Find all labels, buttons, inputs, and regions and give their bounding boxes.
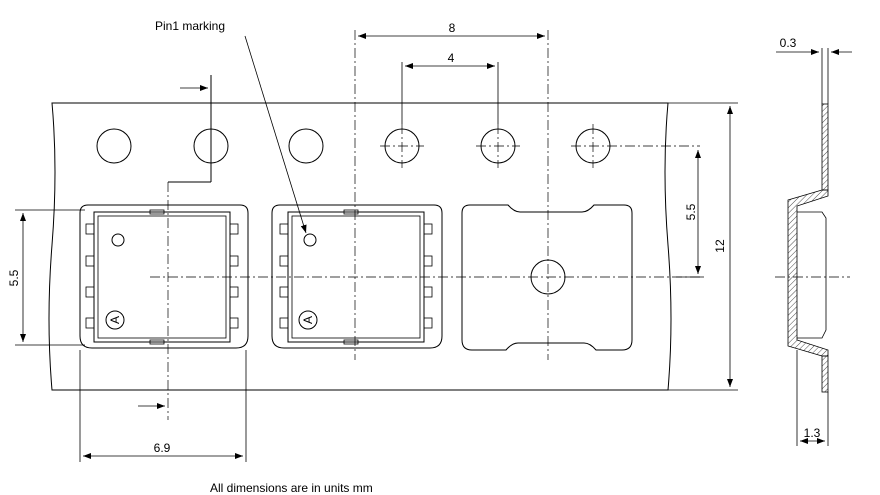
pocket-3-empty	[461, 204, 633, 351]
svg-text:4: 4	[448, 51, 455, 65]
package-mark-label: A	[301, 316, 315, 324]
dim-tape-width-12: 12	[668, 102, 738, 391]
svg-text:8: 8	[449, 21, 456, 35]
package-mark-circle	[298, 310, 318, 330]
pin1-dot	[111, 233, 125, 247]
pin1-dot	[303, 233, 317, 247]
sprocket-hole	[288, 128, 324, 164]
svg-text:0.3: 0.3	[780, 36, 797, 50]
dim-pitch-4: 4	[401, 51, 499, 124]
svg-text:5.5: 5.5	[7, 269, 21, 286]
section-cut-marks	[138, 75, 212, 409]
pocket-1: A	[79, 204, 249, 349]
sprocket-holes	[96, 124, 700, 168]
dim-pitch-8: 8	[358, 21, 545, 39]
tape-cross-section	[775, 103, 850, 393]
svg-text:12: 12	[713, 239, 727, 253]
dim-offset-5-5-right: 5.5	[676, 150, 704, 278]
svg-text:6.9: 6.9	[154, 441, 171, 455]
dim-offset-5-5-left: 5.5	[7, 209, 85, 346]
package-mark-circle	[105, 310, 125, 330]
footer-note: All dimensions are in units mm	[210, 481, 373, 495]
package-mark-label: A	[108, 316, 122, 324]
dim-thickness-0-3: 0.3	[776, 36, 852, 104]
pin1-marking-label: Pin1 marking	[155, 19, 225, 33]
sprocket-hole	[96, 128, 132, 164]
svg-text:5.5: 5.5	[684, 203, 698, 220]
dim-pocket-width-6-9: 6.9	[79, 350, 247, 462]
dim-depth-1-3: 1.3	[796, 350, 829, 446]
svg-text:1.3: 1.3	[804, 426, 821, 440]
pocket-2: A	[271, 204, 443, 349]
